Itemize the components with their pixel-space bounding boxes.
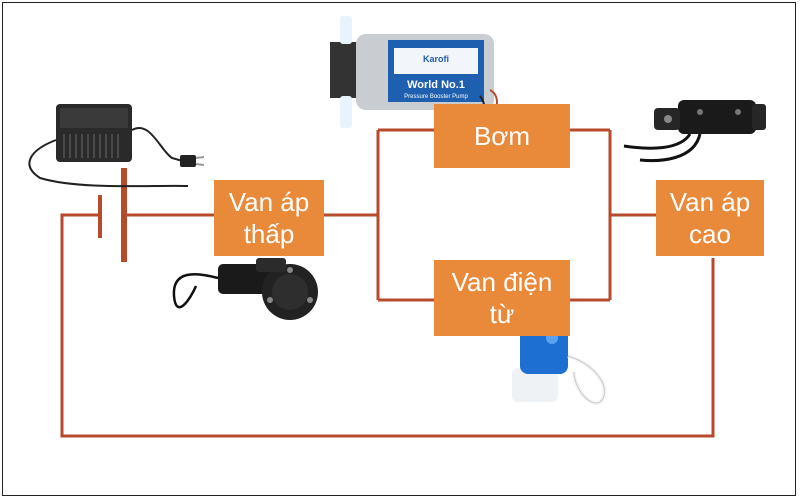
solenoid-valve-box: Van điện từ [434, 260, 570, 336]
wires [60, 128, 715, 438]
high-pressure-switch-icon [623, 100, 766, 163]
pump-box: Bơm [434, 104, 570, 168]
high-pressure-valve-label-line1: Van áp [669, 187, 751, 217]
low-pressure-switch-icon [172, 258, 318, 320]
battery-symbol [98, 168, 127, 262]
low-pressure-valve-label-line1: Van áp [228, 187, 310, 217]
pump-model-text: World No.1 [407, 79, 465, 91]
low-pressure-valve-label-line2: thấp [243, 219, 295, 249]
solenoid-valve-label-line2: từ [489, 299, 515, 329]
power-adapter-icon [28, 104, 205, 188]
low-pressure-valve-box: Van áp thấp [214, 180, 324, 256]
pump-brand-text: Karofi [423, 54, 449, 64]
pump-sub-text: Pressure Booster Pump [404, 94, 468, 100]
pump-icon: Karofi World No.1 Pressure Booster Pump [330, 16, 498, 128]
high-pressure-valve-label-line2: cao [689, 219, 731, 249]
pump-label: Bơm [473, 121, 531, 151]
solenoid-valve-label-line1: Van điện [451, 267, 553, 297]
wire-return-loop [60, 213, 715, 438]
high-pressure-valve-box: Van áp cao [656, 180, 764, 256]
